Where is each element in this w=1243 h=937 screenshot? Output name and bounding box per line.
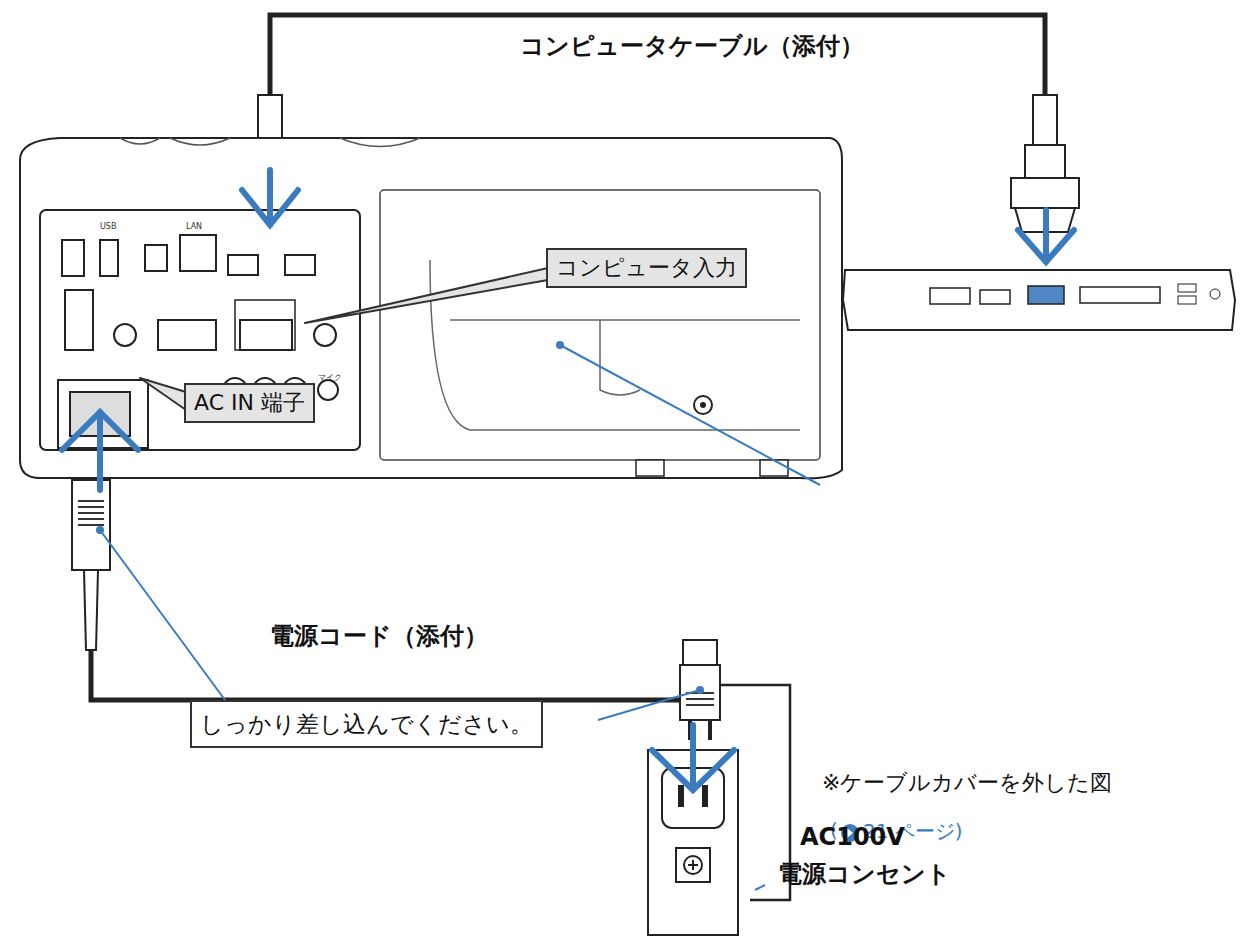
- port-label: USB: [100, 222, 116, 231]
- port-label: LAN: [186, 222, 202, 231]
- callout-box: コンピュータ入力: [546, 248, 747, 288]
- outlet-label: AC100V: [800, 823, 905, 851]
- callout-box: AC IN 端子: [184, 383, 315, 423]
- callout-box: しっかり差し込んでください。: [190, 700, 543, 748]
- port-label: マイク: [318, 372, 342, 383]
- note-text: ※ケーブルカバーを外した図: [822, 768, 1112, 798]
- cable-label: コンピュータケーブル（添付）: [520, 30, 864, 62]
- callout-text: しっかり差し込んでください。: [200, 709, 533, 740]
- callout-text: コンピュータ入力: [556, 253, 737, 283]
- callout-text: AC IN 端子: [194, 388, 305, 418]
- cord-label: 電源コード（添付）: [270, 620, 488, 652]
- outlet-label: 電源コンセント: [778, 858, 951, 890]
